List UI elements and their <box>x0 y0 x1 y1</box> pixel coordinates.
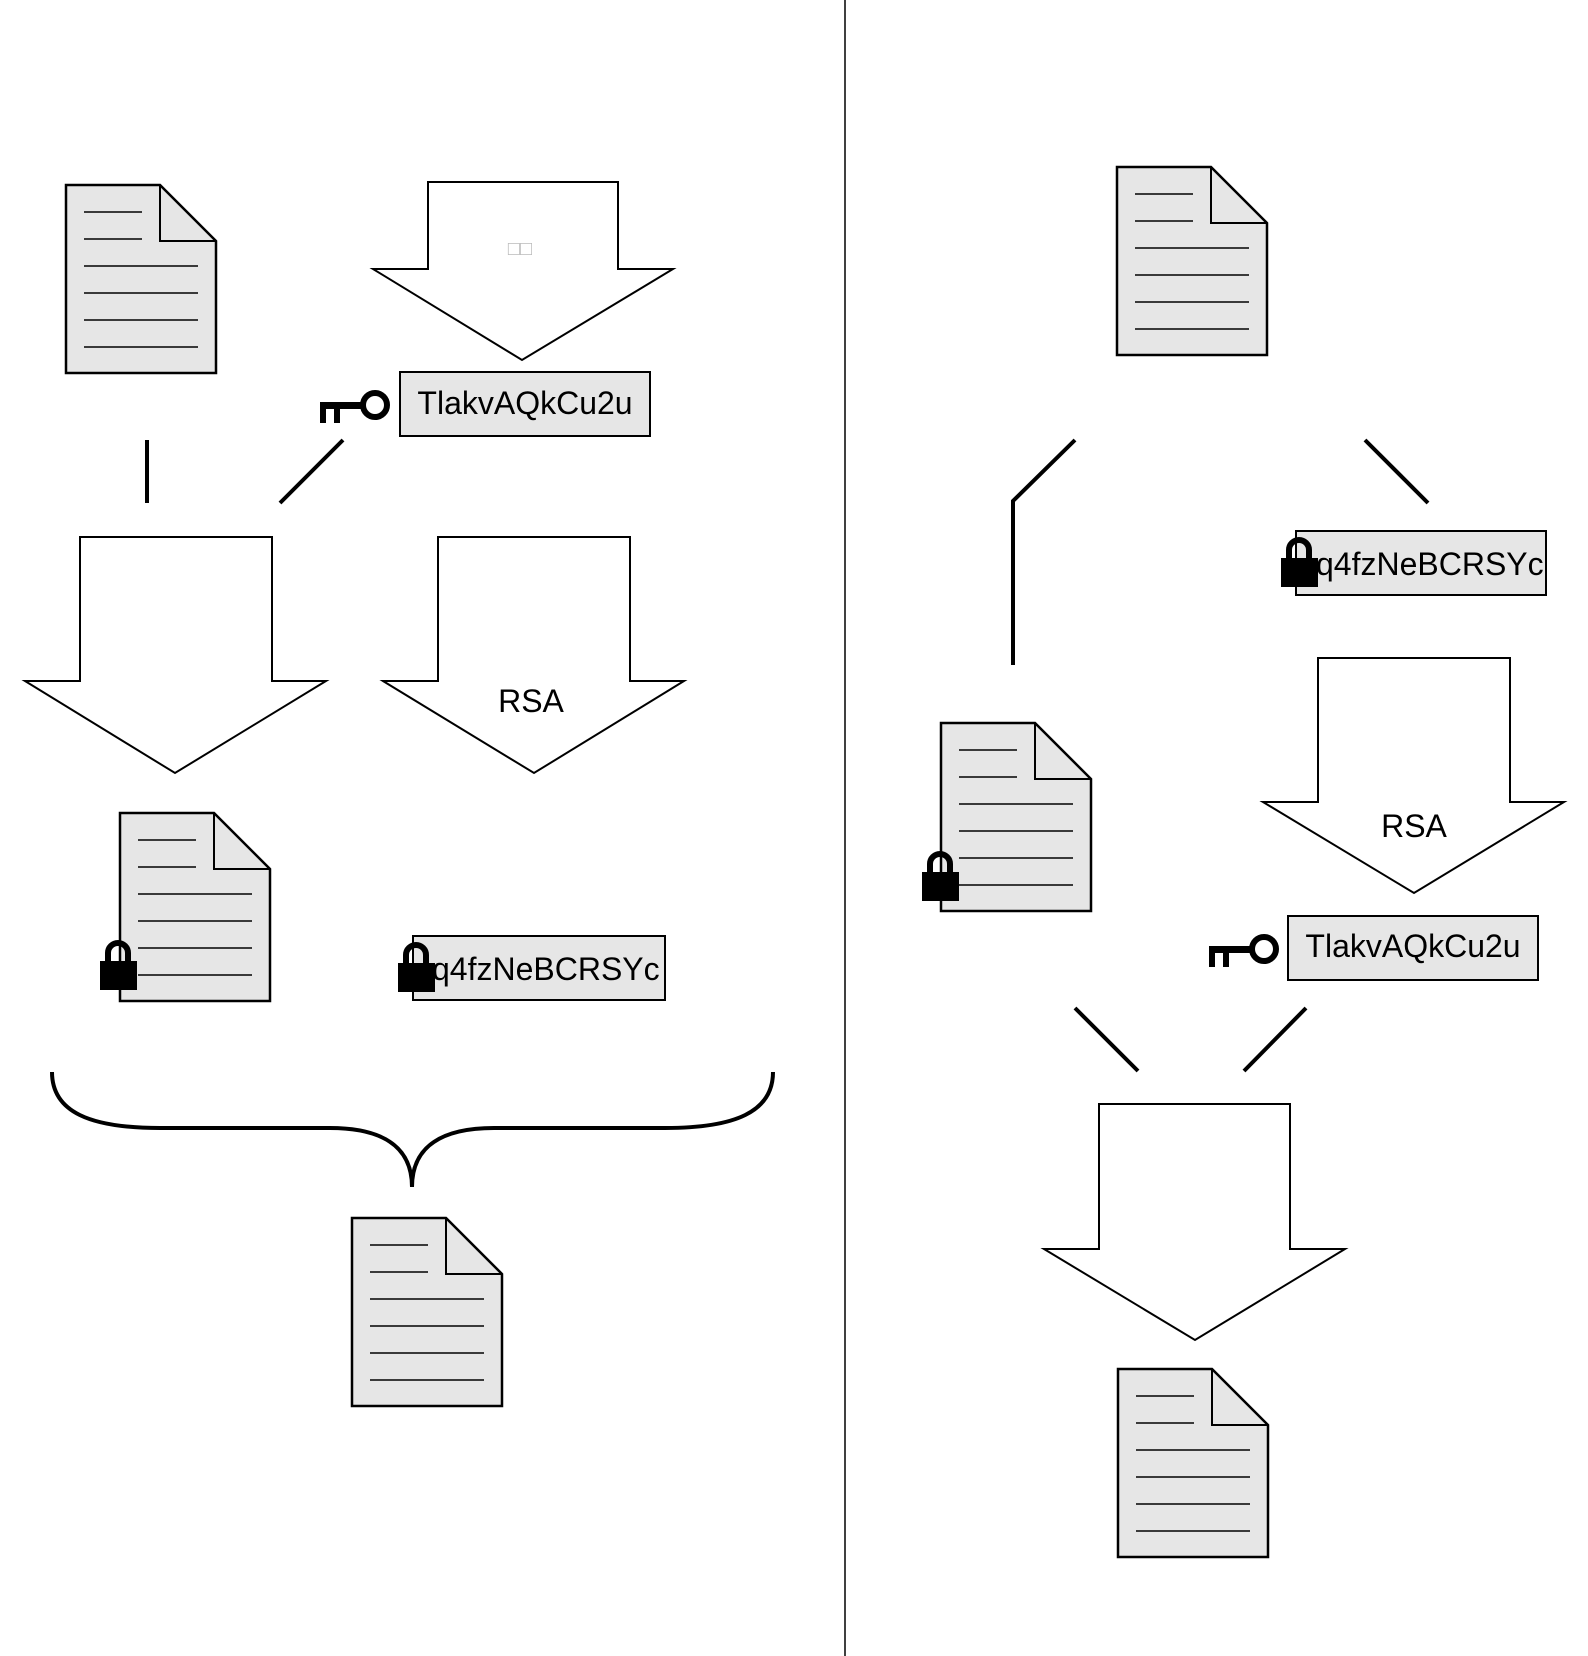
encrypted-key-box <box>1295 530 1547 596</box>
rsa-label: RSA <box>1381 808 1447 844</box>
encrypted-document-icon <box>939 721 1093 913</box>
connector-line <box>1242 1006 1308 1073</box>
symmetric-encrypt-arrow <box>21 536 330 775</box>
connector-line <box>1011 438 1077 665</box>
session-key-box <box>1287 915 1539 981</box>
plaintext-document-icon <box>64 183 218 375</box>
rsa-encrypt-arrow <box>379 536 688 775</box>
keygen-arrow-label: □□ <box>508 238 532 260</box>
rsa-label: RSA <box>498 683 564 719</box>
rsa-decrypt-arrow <box>1259 657 1568 895</box>
key-icon <box>1209 934 1279 967</box>
padlock-icon <box>922 851 959 901</box>
session-key-label: TlakvAQkCu2u <box>1305 928 1520 964</box>
combine-brace-icon <box>50 1071 775 1188</box>
combined-document-icon <box>350 1216 504 1408</box>
padlock-icon <box>398 942 435 992</box>
connector-line <box>278 438 345 505</box>
received-document-icon <box>1115 165 1269 357</box>
keygen-arrow <box>369 181 677 362</box>
encrypted-key-box <box>412 935 666 1001</box>
session-key-label: TlakvAQkCu2u <box>417 385 632 421</box>
key-icon <box>320 390 390 423</box>
encrypted-document-icon <box>118 811 272 1003</box>
connector-line <box>1073 1006 1140 1073</box>
decrypted-document-icon <box>1116 1367 1270 1559</box>
symmetric-decrypt-arrow <box>1040 1103 1349 1342</box>
padlock-icon <box>1281 537 1318 587</box>
encrypted-key-label: q4fzNeBCRSYc <box>432 951 660 987</box>
session-key-box <box>399 371 651 437</box>
encrypted-key-label: q4fzNeBCRSYc <box>1316 546 1544 582</box>
padlock-icon <box>100 940 137 990</box>
connector-line <box>1363 438 1430 505</box>
